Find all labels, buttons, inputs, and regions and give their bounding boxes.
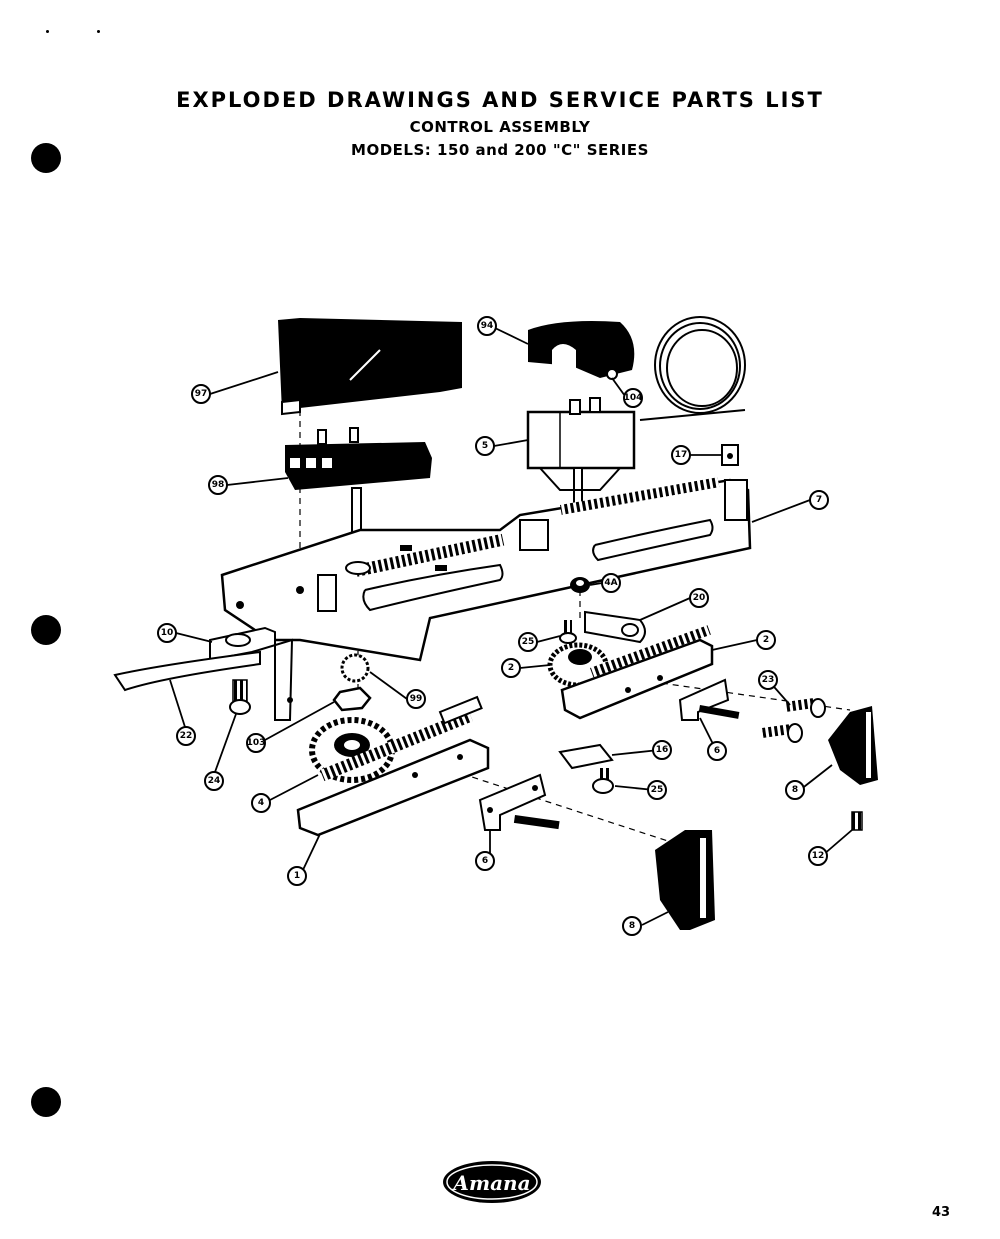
leader-lines — [169, 327, 853, 926]
control-part-5 — [526, 397, 636, 517]
callout-5: 5 — [475, 436, 495, 456]
bracket-part-10 — [209, 626, 294, 721]
screw-part-12 — [851, 811, 863, 831]
svg-text:25: 25 — [522, 637, 535, 647]
models-line: MODELS: 150 and 200 "C" SERIES — [351, 141, 649, 159]
callout-2-right: 2 — [756, 630, 776, 650]
svg-text:8: 8 — [629, 921, 635, 931]
callout-8-upper: 8 — [785, 780, 805, 800]
callout-25-upper: 25 — [518, 632, 538, 652]
clip-part-17 — [721, 444, 739, 466]
amana-logo: Amana — [443, 1161, 541, 1203]
guide-part-20 — [584, 610, 646, 644]
scan-speck — [46, 30, 49, 33]
nut-part-4a — [570, 577, 590, 593]
screw-part-24 — [229, 679, 251, 715]
svg-text:99: 99 — [410, 694, 423, 704]
binder-hole — [31, 615, 61, 645]
svg-text:4A: 4A — [604, 578, 617, 588]
callout-8-lower: 8 — [622, 916, 642, 936]
callout-20: 20 — [689, 588, 709, 608]
callout-104: 104 — [623, 388, 643, 408]
bracket-part-7 — [220, 477, 752, 662]
scan-speck — [97, 30, 100, 33]
callout-23: 23 — [758, 670, 778, 690]
svg-text:16: 16 — [656, 745, 669, 755]
svg-text:7: 7 — [816, 495, 822, 505]
callout-4: 4 — [251, 793, 271, 813]
svg-text:6: 6 — [714, 746, 720, 756]
svg-text:25: 25 — [651, 785, 664, 795]
svg-text:1: 1 — [294, 871, 300, 881]
svg-text:10: 10 — [161, 628, 174, 638]
svg-text:103: 103 — [247, 738, 266, 748]
callout-12: 12 — [808, 846, 828, 866]
svg-text:17: 17 — [675, 450, 688, 460]
rod-part-22 — [113, 650, 261, 692]
callout-98: 98 — [208, 475, 228, 495]
svg-text:8: 8 — [792, 785, 798, 795]
callout-10: 10 — [157, 623, 177, 643]
svg-text:94: 94 — [481, 321, 494, 331]
svg-text:22: 22 — [180, 731, 193, 741]
callout-103: 103 — [246, 733, 266, 753]
plate-part-16 — [558, 743, 614, 770]
page-number: 43 — [931, 1205, 951, 1220]
svg-text:2: 2 — [508, 663, 514, 673]
rack-part-1 — [296, 695, 490, 837]
svg-text:4: 4 — [258, 798, 264, 808]
callout-99: 99 — [406, 689, 426, 709]
svg-text:23: 23 — [762, 675, 775, 685]
callout-24: 24 — [204, 771, 224, 791]
callout-4a: 4A — [601, 573, 621, 593]
callout-17: 17 — [671, 445, 691, 465]
rack-part-2 — [560, 625, 714, 720]
svg-text:20: 20 — [693, 593, 706, 603]
cover-part-97 — [278, 318, 462, 416]
page-title: EXPLODED DRAWINGS AND SERVICE PARTS LIST — [176, 88, 824, 112]
binder-hole — [31, 143, 61, 173]
capillary-coil — [639, 316, 746, 421]
svg-text:104: 104 — [624, 393, 643, 403]
knob-part-8-lower — [655, 830, 715, 930]
svg-text:6: 6 — [482, 856, 488, 866]
callout-25-lower: 25 — [647, 780, 667, 800]
switch-part-98 — [285, 427, 432, 537]
svg-text:12: 12 — [812, 851, 825, 861]
svg-text:5: 5 — [482, 441, 488, 451]
svg-text:24: 24 — [208, 776, 221, 786]
svg-text:98: 98 — [212, 480, 225, 490]
callout-16: 16 — [652, 740, 672, 760]
callout-2-left: 2 — [501, 658, 521, 678]
section-subtitle: CONTROL ASSEMBLY — [409, 118, 591, 136]
nut-part-103 — [332, 686, 372, 712]
page-header: EXPLODED DRAWINGS AND SERVICE PARTS LIST… — [0, 88, 1000, 159]
callout-22: 22 — [176, 726, 196, 746]
callout-7: 7 — [809, 490, 829, 510]
knob-part-8-upper — [828, 706, 878, 785]
svg-text:Amana: Amana — [451, 1171, 530, 1195]
screw-part-25-upper — [559, 620, 577, 644]
cover-part-94 — [528, 321, 635, 380]
plate-part-6-upper — [678, 678, 740, 721]
callout-6-upper: 6 — [707, 741, 727, 761]
binder-hole — [31, 1087, 61, 1117]
screw-part-25-lower — [592, 768, 614, 794]
washer-part-99 — [340, 653, 370, 683]
callout-94: 94 — [477, 316, 497, 336]
screw-part-23 — [762, 697, 826, 743]
svg-text:97: 97 — [195, 389, 208, 399]
plate-part-6-lower — [478, 773, 560, 831]
callout-97: 97 — [191, 384, 211, 404]
svg-text:2: 2 — [763, 635, 769, 645]
callout-6-lower: 6 — [475, 851, 495, 871]
callout-1: 1 — [287, 866, 307, 886]
